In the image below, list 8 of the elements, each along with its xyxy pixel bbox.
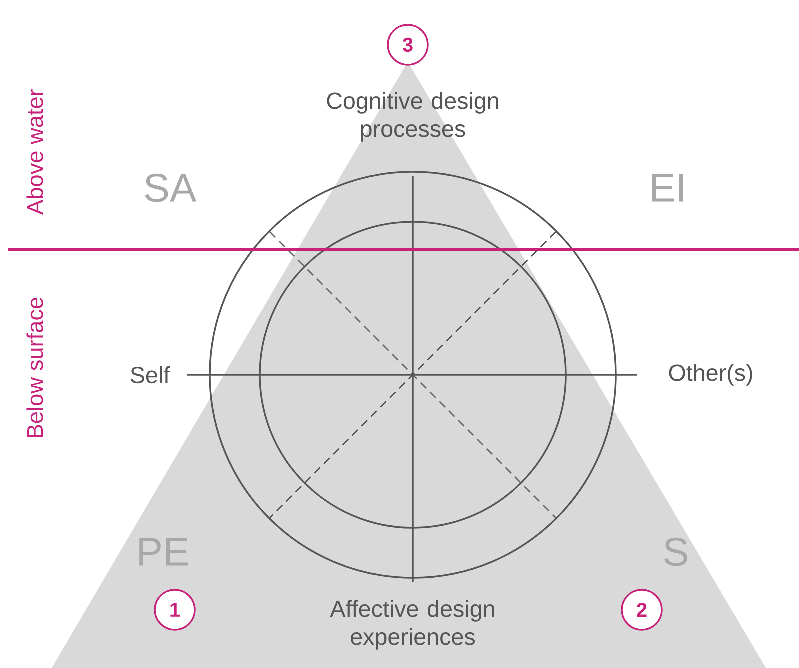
side-label: Below surface <box>26 298 44 438</box>
axis-label: Affective design experiences <box>330 600 494 650</box>
region-letter: SA <box>145 174 197 202</box>
axis-label: Other(s) <box>669 364 752 386</box>
region-letter: EI <box>652 174 684 202</box>
axis-label: Self <box>130 366 170 384</box>
axis-label: Cognitive design processes <box>327 92 498 142</box>
side-label: Above water <box>26 89 44 215</box>
